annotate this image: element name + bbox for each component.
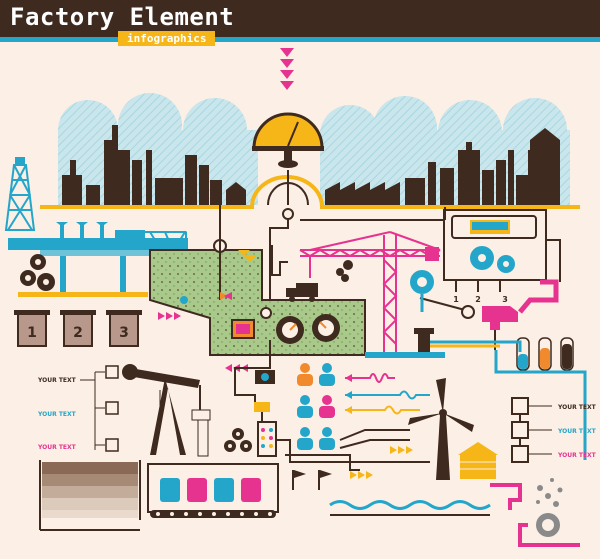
arrows-row-1 bbox=[345, 374, 352, 382]
water-station bbox=[365, 328, 522, 358]
step-box-3: 3 bbox=[106, 310, 142, 347]
gears-left-icon bbox=[20, 254, 55, 291]
arrows-row-2 bbox=[345, 391, 352, 399]
pink-crane bbox=[299, 231, 441, 352]
flowchart-left: YOUR TEXT YOUR TEXT YOUR TEXT bbox=[37, 365, 119, 452]
flags bbox=[292, 470, 332, 490]
header-stripe bbox=[0, 37, 600, 42]
pressure-gauge bbox=[252, 112, 324, 168]
barrel-conveyor bbox=[147, 463, 279, 518]
step-label-1: 1 bbox=[27, 325, 37, 341]
left-label-1: YOUR TEXT bbox=[37, 377, 77, 384]
signal-waves bbox=[345, 373, 430, 415]
page-subtitle: infographics bbox=[118, 31, 216, 46]
gears-center-icon bbox=[224, 428, 252, 452]
right-label-1: YOUR TEXT bbox=[557, 404, 597, 411]
page-title: Factory Element bbox=[10, 3, 235, 31]
particle-dots bbox=[536, 478, 563, 507]
right-label-2: YOUR TEXT bbox=[557, 428, 597, 435]
location-pin-icon bbox=[410, 270, 434, 312]
step-boxes: 1 2 3 bbox=[14, 310, 142, 347]
header-banner bbox=[0, 0, 600, 37]
control-panel bbox=[254, 370, 277, 457]
machine-step-2: 2 bbox=[475, 295, 481, 304]
machine-step-3: 3 bbox=[502, 295, 508, 304]
pink-pump bbox=[461, 279, 559, 350]
step-box-2: 2 bbox=[60, 310, 96, 347]
central-pipes bbox=[234, 340, 430, 471]
sky-clouds bbox=[58, 93, 570, 205]
skyline-right bbox=[325, 128, 560, 205]
arrows-row-3 bbox=[345, 406, 352, 414]
step-box-1: 1 bbox=[14, 310, 50, 347]
test-tubes bbox=[516, 337, 574, 371]
top-pipes bbox=[219, 170, 445, 300]
machine-unit: 1 2 3 bbox=[443, 209, 547, 304]
soil-layers bbox=[39, 460, 141, 530]
step-label-2: 2 bbox=[73, 325, 83, 341]
windmill bbox=[408, 378, 474, 480]
input-arrows bbox=[280, 48, 294, 90]
yellow-arrows bbox=[350, 446, 413, 479]
right-label-3: YOUR TEXT bbox=[557, 452, 597, 459]
pumpjack bbox=[122, 364, 211, 457]
left-label-3: YOUR TEXT bbox=[37, 444, 77, 451]
storage-barn bbox=[458, 442, 498, 479]
right-pipes bbox=[419, 207, 561, 311]
pink-arrows-left bbox=[158, 312, 181, 320]
step-label-3: 3 bbox=[119, 325, 129, 341]
filter-gear-icon bbox=[518, 513, 580, 547]
flowchart-right: YOUR TEXT YOUR TEXT YOUR TEXT bbox=[511, 397, 597, 463]
oil-derrick bbox=[4, 157, 36, 231]
left-label-2: YOUR TEXT bbox=[37, 411, 77, 418]
machine-step-1: 1 bbox=[453, 295, 459, 304]
workers-group bbox=[297, 363, 335, 450]
cyan-pipe-right bbox=[494, 350, 587, 460]
water-waves bbox=[329, 483, 522, 516]
skyline-left bbox=[62, 125, 246, 205]
